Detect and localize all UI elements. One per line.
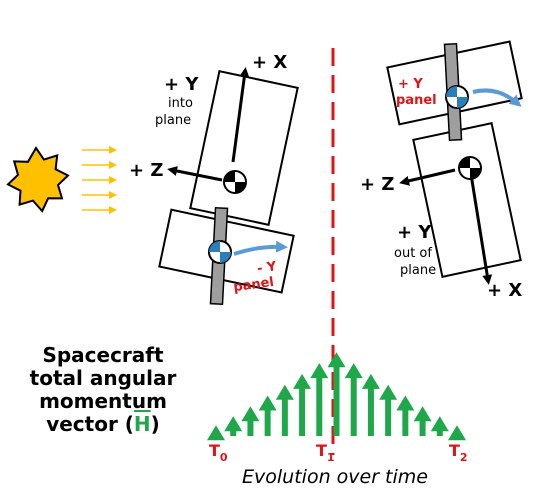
momentum-symbol: H [133, 412, 151, 436]
left-rotation-arrow [233, 240, 288, 256]
momentum-arrow [361, 373, 380, 436]
momentum-arrow [241, 406, 260, 436]
left-x-axis-arrow [231, 67, 250, 163]
left-y-note-line1: into [168, 96, 193, 111]
left-panel-label-line2: panel [233, 275, 275, 296]
momentum-arrows [207, 352, 466, 441]
right-panel-label-line2: panel [396, 93, 437, 108]
momentum-arrow [379, 384, 398, 436]
momentum-title-line3: momentum [39, 389, 167, 413]
momentum-title-line2: total angular [29, 366, 177, 390]
momentum-arrow [275, 384, 294, 436]
left-z-axis-arrow [167, 166, 223, 182]
right-rotation-arrow [472, 88, 522, 107]
left-x-axis-label: + X [252, 52, 287, 73]
momentum-arrow [258, 395, 277, 436]
time-label-t0: T0 [209, 441, 228, 464]
left-center-of-mass-icon [223, 170, 247, 194]
momentum-arrow [448, 425, 466, 441]
left-bus-body [189, 70, 299, 226]
left-z-axis-label: + Z [129, 160, 163, 181]
momentum-arrow [293, 373, 312, 436]
right-z-axis-label: + Z [360, 174, 394, 195]
right-center-of-mass-icon [458, 156, 482, 180]
right-panel-pivot-icon [445, 85, 469, 109]
left-panel-pivot-icon [208, 240, 232, 264]
momentum-arrow [430, 416, 449, 436]
right-x-axis-label: + X [487, 280, 522, 301]
momentum-arrow [327, 352, 346, 436]
left-y-note-line2: plane [155, 113, 191, 128]
left-spacecraft: + X + Y into plane + Z - Y panel [129, 52, 299, 306]
momentum-title-line1: Spacecraft [42, 343, 164, 367]
time-caption: Evolution over time [242, 466, 428, 488]
right-y-note-line2: plane [400, 263, 436, 278]
momentum-arrow [413, 406, 432, 436]
right-z-axis-arrow [399, 168, 456, 186]
momentum-arrow [224, 416, 243, 436]
right-y-axis-label: + Y [397, 222, 432, 243]
momentum-title: Spacecraft total angular momentum vector… [8, 344, 198, 436]
momentum-title-line4: vector (H) [46, 412, 160, 436]
left-y-axis-label: + Y [164, 74, 199, 95]
right-y-note-line1: out of [394, 246, 432, 261]
right-x-axis-arrow [468, 167, 493, 285]
momentum-arrow [396, 395, 415, 436]
time-label-t1: T1 [316, 441, 335, 464]
momentum-arrow [207, 425, 225, 441]
momentum-arrow [344, 363, 363, 436]
right-panel-label-line1: + Y [398, 77, 423, 92]
sun-icon [6, 146, 70, 213]
time-label-t2: T2 [449, 441, 468, 464]
right-spacecraft: + Y panel + Z + Y out of plane + X [360, 40, 523, 301]
sun-rays [82, 146, 117, 214]
left-panel-label-line1: - Y [256, 259, 278, 277]
momentum-arrow [310, 363, 329, 436]
